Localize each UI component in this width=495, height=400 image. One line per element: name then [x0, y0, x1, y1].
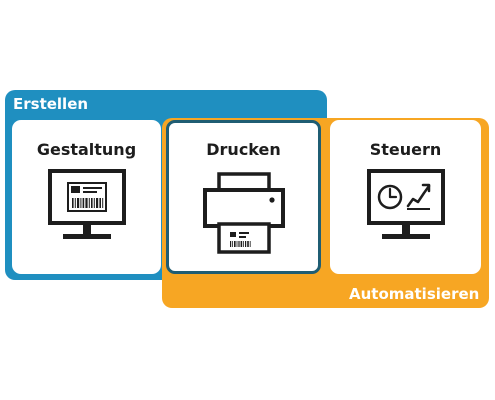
panel-title-steuern: Steuern — [369, 140, 442, 159]
monitor-clock-chart-icon — [366, 168, 446, 254]
monitor-barcode-label-icon — [47, 168, 127, 254]
panel-title-drucken: Drucken — [206, 140, 281, 159]
erstellen-label: Erstellen — [13, 95, 89, 113]
panel-gestaltung: Gestaltung — [12, 120, 161, 274]
panel-title-gestaltung: Gestaltung — [36, 140, 137, 159]
panel-steuern: Steuern — [330, 120, 481, 274]
automatisieren-label: Automatisieren — [349, 285, 480, 303]
printer-icon — [201, 168, 287, 258]
panel-drucken: Drucken — [166, 120, 321, 274]
